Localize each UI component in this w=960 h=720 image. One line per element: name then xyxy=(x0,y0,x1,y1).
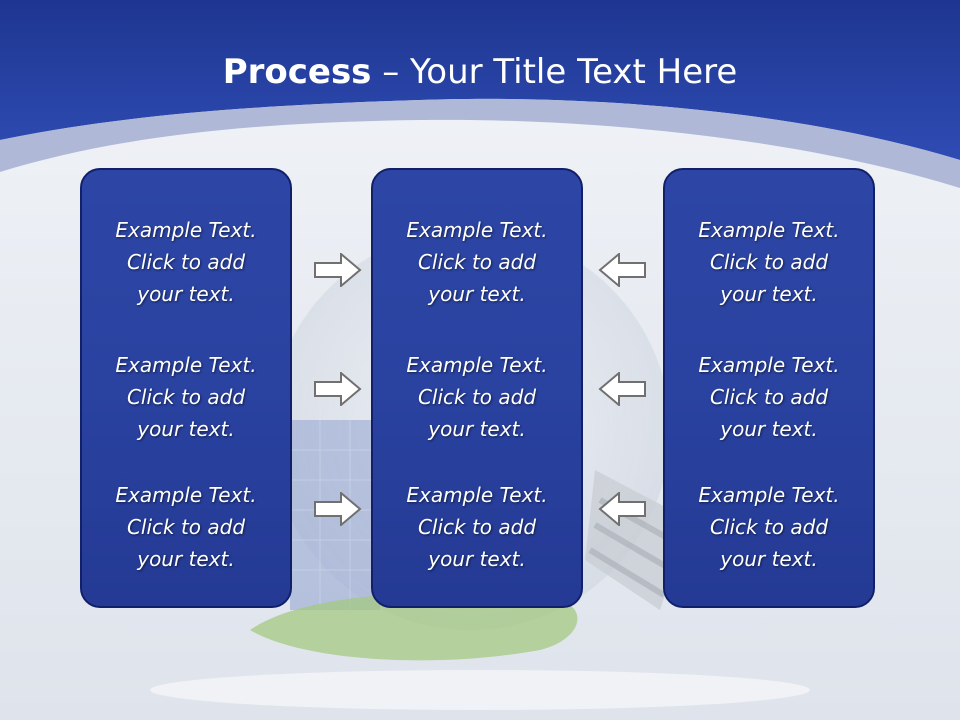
arrow-right-icon xyxy=(314,372,362,406)
text-line: your text. xyxy=(428,282,526,306)
text-line: your text. xyxy=(720,282,818,306)
text-line: Click to add xyxy=(126,250,246,274)
process-box-middle[interactable]: Example Text. Click to add your text. Ex… xyxy=(371,168,583,608)
text-block[interactable]: Example Text. Click to add your text. xyxy=(82,479,290,575)
title-rest: – Your Title Text Here xyxy=(371,52,738,92)
text-line: Example Text. xyxy=(698,353,840,377)
text-line: Example Text. xyxy=(406,483,548,507)
text-line: Example Text. xyxy=(698,218,840,242)
text-line: your text. xyxy=(720,417,818,441)
text-line: Click to add xyxy=(417,250,537,274)
arrow-right-icon xyxy=(314,253,362,287)
text-line: Example Text. xyxy=(115,218,257,242)
text-line: Click to add xyxy=(709,515,829,539)
text-line: Example Text. xyxy=(698,483,840,507)
text-line: Click to add xyxy=(126,385,246,409)
text-line: Click to add xyxy=(709,385,829,409)
arrow-left-icon xyxy=(598,372,646,406)
text-line: Click to add xyxy=(417,515,537,539)
arrow-left-icon xyxy=(598,253,646,287)
text-line: your text. xyxy=(137,417,235,441)
arrow-right-icon xyxy=(314,492,362,526)
text-block[interactable]: Example Text. Click to add your text. xyxy=(373,214,581,310)
process-box-left[interactable]: Example Text. Click to add your text. Ex… xyxy=(80,168,292,608)
text-line: Example Text. xyxy=(115,353,257,377)
text-line: your text. xyxy=(137,547,235,571)
text-block[interactable]: Example Text. Click to add your text. xyxy=(665,214,873,310)
text-block[interactable]: Example Text. Click to add your text. xyxy=(665,349,873,445)
text-line: Example Text. xyxy=(115,483,257,507)
text-line: your text. xyxy=(137,282,235,306)
page-title: Process – Your Title Text Here xyxy=(0,52,960,92)
text-block[interactable]: Example Text. Click to add your text. xyxy=(82,349,290,445)
text-block[interactable]: Example Text. Click to add your text. xyxy=(665,479,873,575)
text-block[interactable]: Example Text. Click to add your text. xyxy=(82,214,290,310)
text-line: Click to add xyxy=(417,385,537,409)
text-line: your text. xyxy=(428,547,526,571)
text-line: Click to add xyxy=(709,250,829,274)
title-bold: Process xyxy=(222,52,372,92)
header-swoosh xyxy=(0,98,960,188)
text-line: Example Text. xyxy=(406,218,548,242)
arrow-left-icon xyxy=(598,492,646,526)
text-block[interactable]: Example Text. Click to add your text. xyxy=(373,349,581,445)
process-box-right[interactable]: Example Text. Click to add your text. Ex… xyxy=(663,168,875,608)
text-line: your text. xyxy=(428,417,526,441)
text-line: Example Text. xyxy=(406,353,548,377)
header-band xyxy=(0,0,960,160)
text-line: Click to add xyxy=(126,515,246,539)
text-line: your text. xyxy=(720,547,818,571)
text-block[interactable]: Example Text. Click to add your text. xyxy=(373,479,581,575)
